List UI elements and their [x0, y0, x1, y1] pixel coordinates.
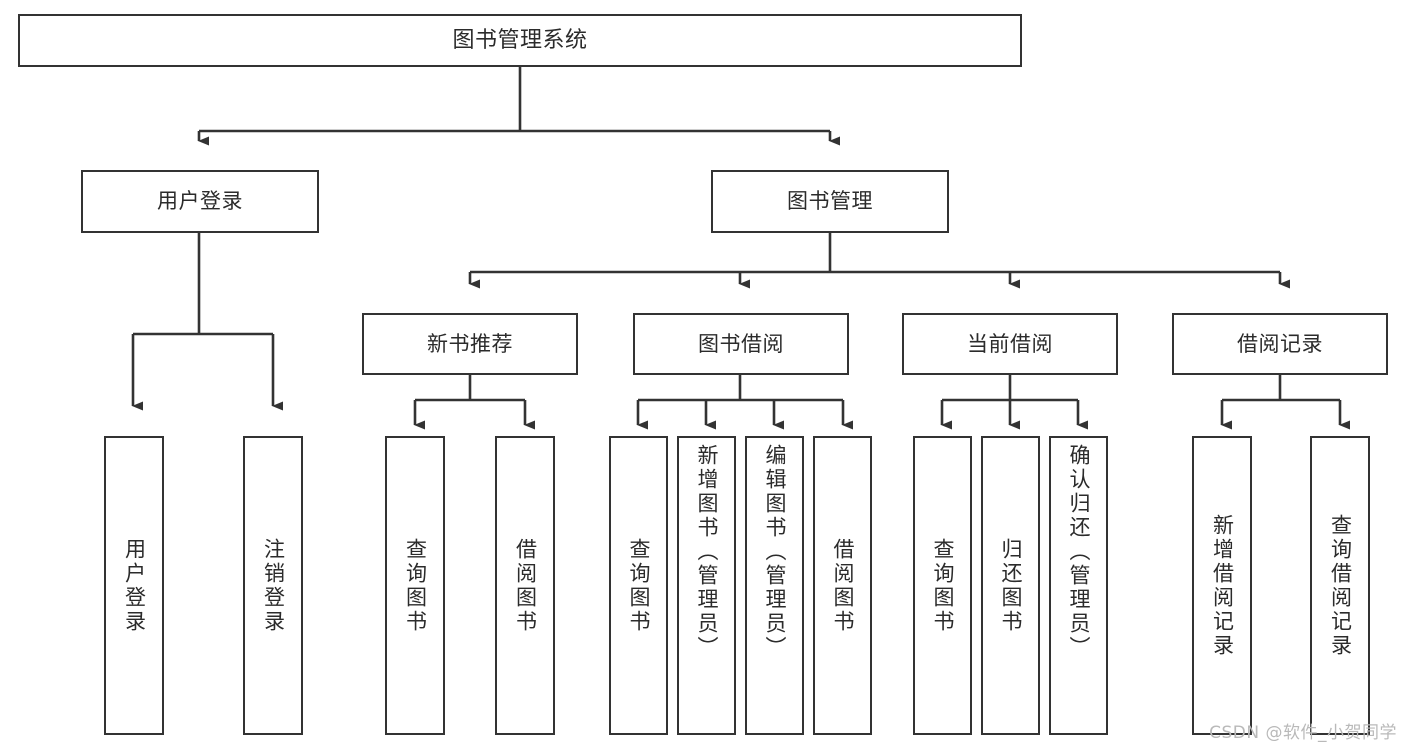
node-new-book-recommend[interactable]: 新书推荐	[362, 313, 578, 375]
node-label: 新增图书（管理员）	[695, 444, 719, 660]
edges-book-management-to-level2	[468, 233, 1290, 289]
node-label: 用户登录	[122, 537, 147, 634]
node-leaf-confirm-return-admin[interactable]: 确认归还（管理员）	[1049, 436, 1108, 735]
edges-new-book-recommend-to-leaves	[413, 375, 535, 430]
node-label: 归还图书	[999, 537, 1023, 634]
edges-book-borrow-to-leaves	[636, 375, 853, 430]
node-label: 图书管理系统	[452, 27, 588, 53]
node-leaf-borrow-book-recommend[interactable]: 借阅图书	[495, 436, 555, 735]
node-book-borrow[interactable]: 图书借阅	[633, 313, 849, 375]
node-label: 借阅记录	[1237, 331, 1323, 356]
node-label: 用户登录	[157, 189, 243, 214]
node-leaf-add-borrow-record[interactable]: 新增借阅记录	[1192, 436, 1252, 735]
edges-borrow-record-to-leaves	[1220, 375, 1350, 430]
node-label: 图书管理	[787, 189, 873, 214]
node-root-book-management-system[interactable]: 图书管理系统	[18, 14, 1022, 67]
node-label: 查询借阅记录	[1328, 513, 1353, 658]
node-leaf-user-login[interactable]: 用户登录	[104, 436, 164, 735]
edges-current-borrow-to-leaves	[940, 375, 1088, 430]
node-label: 查询图书	[931, 537, 955, 634]
node-leaf-add-book-admin[interactable]: 新增图书（管理员）	[677, 436, 736, 735]
node-label: 图书借阅	[698, 331, 784, 356]
node-leaf-logout-login[interactable]: 注销登录	[243, 436, 303, 735]
node-label: 当前借阅	[967, 331, 1053, 356]
node-label: 确认归还（管理员）	[1067, 444, 1091, 660]
node-label: 查询图书	[403, 537, 428, 634]
node-label: 注销登录	[261, 537, 286, 634]
node-leaf-query-book-current[interactable]: 查询图书	[913, 436, 972, 735]
node-label: 编辑图书（管理员）	[763, 444, 787, 660]
node-label: 新书推荐	[427, 331, 513, 356]
node-leaf-query-book-borrow[interactable]: 查询图书	[609, 436, 668, 735]
node-leaf-return-book[interactable]: 归还图书	[981, 436, 1040, 735]
node-label: 借阅图书	[831, 537, 855, 634]
node-label: 查询图书	[627, 537, 651, 634]
node-borrow-record[interactable]: 借阅记录	[1172, 313, 1388, 375]
csdn-watermark: CSDN @软件_小贺同学	[1209, 723, 1397, 743]
node-leaf-query-borrow-record[interactable]: 查询借阅记录	[1310, 436, 1370, 735]
node-leaf-borrow-book-borrow[interactable]: 借阅图书	[813, 436, 872, 735]
node-current-borrow[interactable]: 当前借阅	[902, 313, 1118, 375]
node-label: 新增借阅记录	[1210, 513, 1235, 658]
edges-root-to-level1	[197, 67, 840, 146]
node-label: 借阅图书	[513, 537, 538, 634]
node-book-management[interactable]: 图书管理	[711, 170, 949, 233]
node-leaf-edit-book-admin[interactable]: 编辑图书（管理员）	[745, 436, 804, 735]
node-user-login[interactable]: 用户登录	[81, 170, 319, 233]
edges-user-login-to-leaves	[131, 233, 283, 411]
node-leaf-query-book-recommend[interactable]: 查询图书	[385, 436, 445, 735]
